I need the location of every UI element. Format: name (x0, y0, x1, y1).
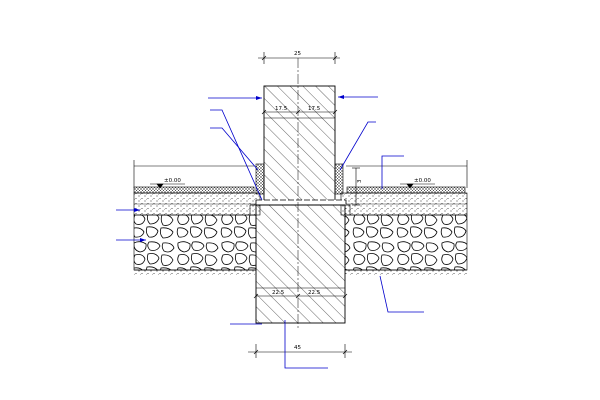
dim-vertical: 3 (357, 179, 363, 183)
leader-floor-right (381, 155, 404, 189)
dim-wall-right: 17.5 (308, 106, 321, 112)
floor-finish-left (133, 186, 255, 194)
ground-layers (133, 160, 468, 275)
leader-dpc-left (210, 109, 263, 201)
floor-finish-right (346, 186, 466, 194)
leader-plaster-right (339, 121, 376, 171)
rubble-layer-left (133, 214, 257, 271)
dimension-labels: 25 17.5 17.5 22.5 22.5 45 3 ±0.00 ±0.00 (164, 51, 431, 351)
leader-lines (116, 95, 424, 369)
leader-soil-right (379, 275, 424, 313)
dim-wall-left: 17.5 (275, 106, 288, 112)
dim-footing-right: 22.5 (308, 290, 321, 296)
dim-top-width: 25 (294, 51, 301, 57)
leader-plaster-left (210, 127, 259, 171)
level-left: ±0.00 (164, 178, 181, 184)
plaster-left (255, 163, 265, 195)
damp-proof-course (255, 199, 347, 206)
rubble-layer-right (344, 214, 468, 271)
leader-footing-bottom (284, 320, 328, 369)
upper-wall (263, 85, 336, 205)
dim-bottom-width: 45 (294, 345, 301, 351)
footing (255, 204, 346, 324)
dim-footing-left: 22.5 (272, 290, 285, 296)
dimensions (150, 52, 435, 358)
wall-assembly (249, 58, 351, 330)
plaster-right (334, 163, 344, 195)
level-right: ±0.00 (414, 178, 431, 184)
